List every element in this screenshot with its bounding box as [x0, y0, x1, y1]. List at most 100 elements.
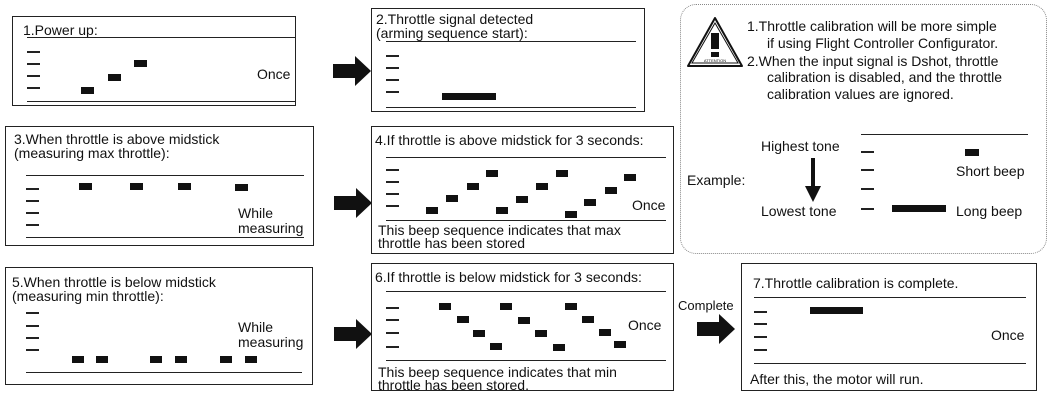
- beep: [496, 207, 508, 214]
- staff-tick: [26, 312, 39, 314]
- panel-title: 4.If throttle is above midstick for 3 se…: [375, 132, 644, 148]
- legend-short-label: Short beep: [956, 163, 1025, 179]
- panel-title: 7.Throttle calibration is complete.: [753, 275, 959, 291]
- staff-tick: [386, 205, 399, 207]
- legend-long-beep: [892, 205, 946, 212]
- beep: [556, 170, 568, 177]
- arrow-body: [334, 196, 356, 210]
- beep: [473, 330, 485, 337]
- staff-top-line: [26, 175, 304, 176]
- staff-tick: [386, 67, 399, 69]
- right-arrow-icon: [356, 319, 372, 349]
- beep: [130, 183, 143, 190]
- note-item-2-line-2: calibration is disabled, and the throttl…: [767, 69, 1003, 85]
- legend-short-beep: [965, 149, 979, 156]
- beep: [439, 303, 451, 310]
- note-item-2-line-3: calibration values are ignored.: [767, 86, 954, 102]
- beep: [614, 341, 626, 348]
- panel-title: 1.Power up:: [23, 22, 98, 38]
- beep: [500, 303, 512, 310]
- legend-highest-tone: Highest tone: [761, 138, 840, 154]
- panel-measuring-min: 5.When throttle is below midstick (measu…: [5, 267, 313, 385]
- beep: [245, 356, 257, 363]
- panel-complete: 7.Throttle calibration is complete. Once…: [741, 263, 1037, 391]
- staff-tick: [754, 349, 767, 351]
- note-item-1-line-1: 1.Throttle calibration will be more simp…: [747, 18, 997, 34]
- note-item-2-line-1: 2.When the input signal is Dshot, thrott…: [747, 53, 999, 69]
- right-arrow-icon: [356, 188, 372, 218]
- panel-arming: 2.Throttle signal detected (arming seque…: [371, 8, 645, 112]
- staff-bottom-line: [754, 363, 1026, 364]
- staff-tick: [27, 87, 40, 89]
- staff-top-line: [386, 291, 666, 292]
- beep: [584, 199, 596, 206]
- staff-bottom-line: [26, 372, 302, 373]
- staff-tick: [754, 336, 767, 338]
- beep: [467, 183, 479, 190]
- right-arrow-icon: [719, 314, 735, 344]
- legend-example: Example:: [687, 172, 746, 188]
- panel-title: 2.Throttle signal detected (arming seque…: [376, 11, 534, 41]
- beep: [624, 174, 636, 181]
- staff-tick: [386, 319, 399, 321]
- staff-bottom-line: [386, 220, 666, 221]
- staff-bottom-line: [26, 237, 304, 238]
- panel-measuring-max: 3.When throttle is above midstick (measu…: [5, 126, 314, 246]
- arrow-body: [334, 327, 356, 341]
- repeat-label: Once: [628, 317, 662, 333]
- panel-title: 6.If throttle is below midstick for 3 se…: [375, 269, 642, 285]
- beep: [536, 183, 548, 190]
- legend-long-label: Long beep: [956, 203, 1023, 219]
- beep: [490, 343, 502, 350]
- staff-tick: [861, 188, 874, 190]
- beep: [134, 60, 147, 67]
- beep: [518, 317, 530, 324]
- staff-top-line: [386, 157, 666, 158]
- staff-tick: [386, 181, 399, 183]
- staff-tick: [386, 332, 399, 334]
- beep: [599, 329, 611, 336]
- beep: [150, 356, 162, 363]
- beep: [426, 207, 438, 214]
- attention-icon: ATTENTION: [687, 17, 743, 67]
- staff-tick: [386, 193, 399, 195]
- beep: [516, 196, 528, 203]
- staff-tick: [26, 188, 39, 190]
- panel-title: 3.When throttle is above midstick (measu…: [14, 131, 220, 161]
- panel-max-stored: 4.If throttle is above midstick for 3 se…: [371, 126, 674, 254]
- staff-tick: [386, 169, 399, 171]
- beep: [235, 184, 248, 191]
- complete-label: Complete: [678, 298, 734, 313]
- beep: [446, 195, 458, 202]
- svg-text:ATTENTION: ATTENTION: [704, 58, 726, 63]
- repeat-label: While measuring: [238, 319, 304, 350]
- beep: [810, 307, 863, 314]
- staff-tick: [386, 79, 399, 81]
- staff-tick: [861, 151, 874, 153]
- staff-top-line: [861, 134, 1028, 135]
- staff-tick: [861, 169, 874, 171]
- beep: [96, 356, 108, 363]
- panel-title: 5.When throttle is below midstick (measu…: [12, 274, 216, 304]
- staff-bottom-line: [386, 360, 666, 361]
- staff-tick: [386, 55, 399, 57]
- panel-footer: After this, the motor will run.: [750, 371, 924, 387]
- beep: [81, 87, 94, 94]
- panel-footer: This beep sequence indicates that max th…: [378, 222, 621, 251]
- staff-bottom-line: [27, 101, 295, 102]
- staff-tick: [27, 51, 40, 53]
- note-item-1-line-2: if using Flight Controller Configurator.: [767, 35, 999, 51]
- staff-tick: [27, 75, 40, 77]
- arrow-down-icon: [805, 158, 821, 202]
- staff-tick: [861, 208, 874, 210]
- beep: [442, 93, 496, 100]
- beep: [457, 316, 469, 323]
- staff-tick: [754, 311, 767, 313]
- staff-tick: [26, 325, 39, 327]
- beep: [553, 344, 565, 351]
- staff-tick: [27, 63, 40, 65]
- beep: [108, 74, 121, 81]
- beep: [605, 187, 617, 194]
- repeat-label: Once: [991, 327, 1025, 343]
- arrow-body: [697, 322, 719, 336]
